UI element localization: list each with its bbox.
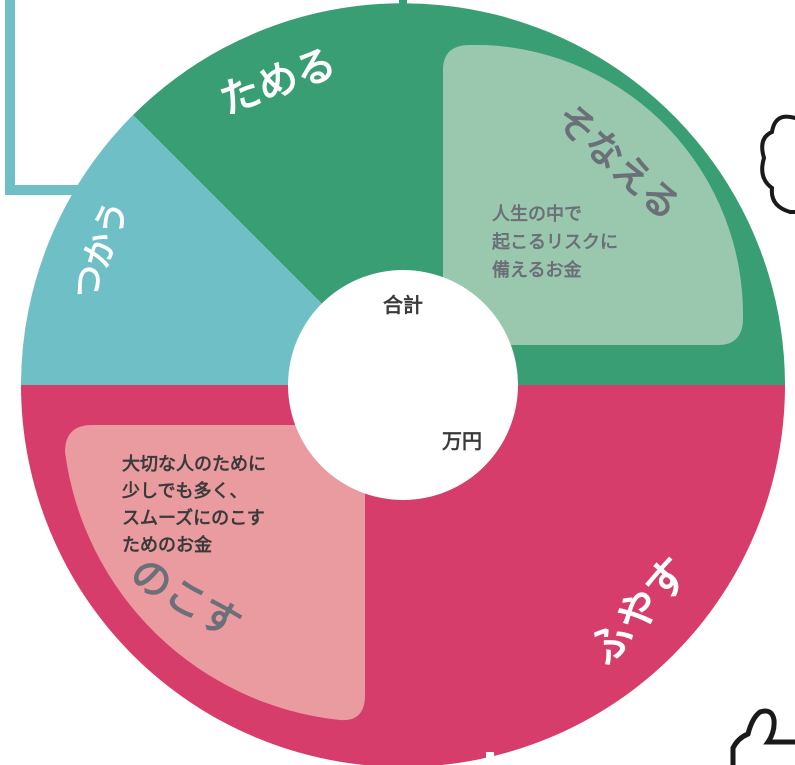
panel-sonaeru <box>443 45 744 345</box>
center-circle <box>288 270 518 500</box>
nokosu-desc-line-1: 大切な人のために <box>122 453 266 475</box>
panel-nokosu <box>65 425 365 721</box>
thought-bubble-outline <box>760 114 795 214</box>
sonaeru-desc-line-2: 起こるリスクに <box>491 231 618 253</box>
nokosu-desc-line-4: ためのお金 <box>122 534 213 556</box>
sonaeru-desc-line-1: 人生の中で <box>492 203 582 225</box>
nokosu-desc-line-2: 少しでも多く、 <box>121 480 247 502</box>
sector-tsukau <box>21 115 403 385</box>
center-unit-label: 万円 <box>441 429 482 453</box>
sonaeru-desc-line-3: 備えるお金 <box>492 259 582 281</box>
center-total-label: 合計 <box>383 293 423 317</box>
frame-lines <box>5 0 95 195</box>
nokosu-desc-line-3: スムーズにのこす <box>122 507 265 529</box>
thumb-hand-outline <box>730 708 795 765</box>
